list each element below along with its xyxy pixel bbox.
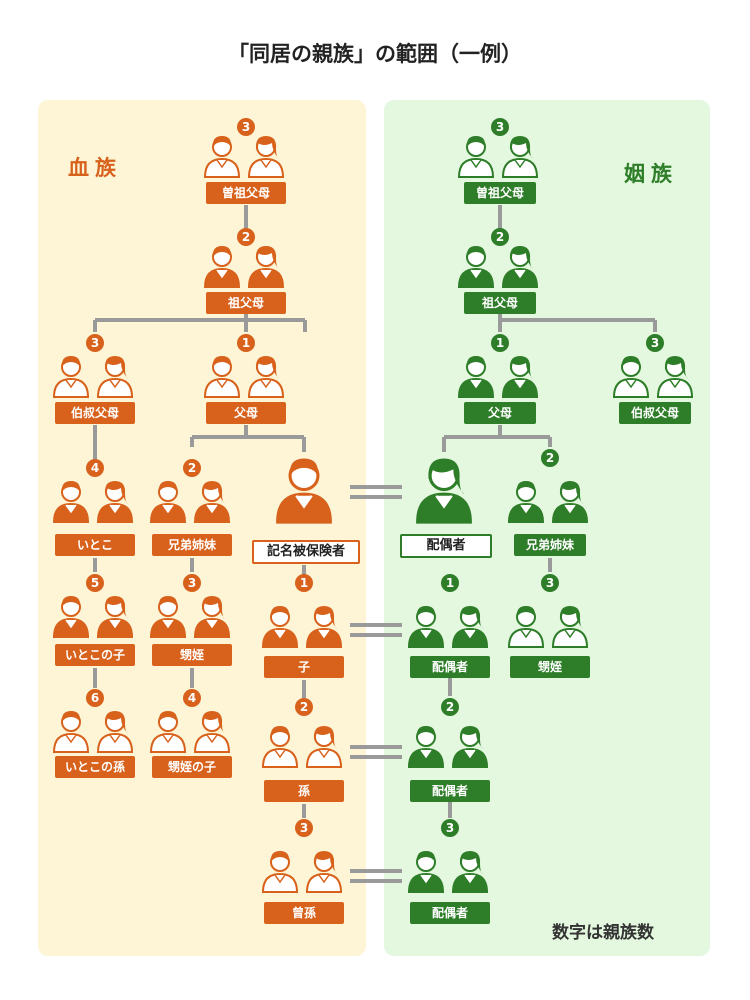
- woman-icon: [416, 458, 472, 524]
- node-label-b-great-grandparents: 曽祖父母: [206, 182, 286, 204]
- man-icon: [261, 606, 299, 648]
- blood-relatives-label: 血族: [68, 156, 122, 180]
- man-icon: [407, 726, 445, 768]
- in-law-relatives-panel: [384, 100, 710, 956]
- relation-degree-badge: 1: [441, 574, 459, 592]
- woman-icon: [451, 606, 489, 648]
- relation-degree-badge: 2: [295, 698, 313, 716]
- node-label-m-grandchild-spouse: 配偶者: [410, 780, 490, 802]
- relation-degree-badge: 2: [441, 698, 459, 716]
- man-icon: [276, 458, 332, 524]
- man-icon: [507, 606, 545, 648]
- woman-icon: [96, 711, 134, 753]
- relation-degree-badge: 3: [237, 118, 255, 136]
- man-icon: [52, 481, 90, 523]
- relation-degree-badge: 2: [237, 228, 255, 246]
- woman-icon: [193, 596, 231, 638]
- node-label-b-cousins-children: いとこの子: [55, 644, 135, 666]
- woman-icon: [247, 246, 285, 288]
- relation-degree-badge: 3: [183, 574, 201, 592]
- relation-degree-badge: 5: [86, 574, 104, 592]
- man-icon: [261, 726, 299, 768]
- node-label-b-child: 子: [264, 656, 344, 678]
- woman-icon: [193, 711, 231, 753]
- woman-icon: [305, 726, 343, 768]
- man-icon: [457, 246, 495, 288]
- woman-icon: [656, 356, 694, 398]
- node-label-b-parents: 父母: [206, 402, 286, 424]
- woman-icon: [247, 356, 285, 398]
- man-icon: [52, 356, 90, 398]
- node-label-m-grandparents: 祖父母: [464, 292, 536, 314]
- man-icon: [261, 851, 299, 893]
- man-icon: [407, 606, 445, 648]
- relation-degree-badge: 4: [183, 689, 201, 707]
- woman-icon: [501, 356, 539, 398]
- relation-degree-badge: 3: [441, 819, 459, 837]
- relation-degree-badge: 1: [491, 334, 509, 352]
- node-label-b-grandparents: 祖父母: [206, 292, 286, 314]
- man-icon: [52, 711, 90, 753]
- woman-icon: [551, 481, 589, 523]
- woman-icon: [193, 481, 231, 523]
- node-label-b-cousins-grandchildren: いとこの孫: [55, 756, 135, 778]
- woman-icon: [501, 136, 539, 178]
- man-icon: [612, 356, 650, 398]
- woman-icon: [247, 136, 285, 178]
- relation-degree-badge: 3: [295, 819, 313, 837]
- woman-icon: [451, 851, 489, 893]
- in-law-relatives-label: 姻族: [624, 162, 678, 186]
- man-icon: [149, 711, 187, 753]
- relation-degree-badge: 3: [491, 118, 509, 136]
- relation-degree-badge: 3: [541, 574, 559, 592]
- node-label-b-great-grandchild: 曾孫: [264, 902, 344, 924]
- relation-degree-badge: 3: [646, 334, 664, 352]
- node-label-m-parents: 父母: [464, 402, 536, 424]
- woman-icon: [96, 596, 134, 638]
- man-icon: [457, 356, 495, 398]
- woman-icon: [96, 481, 134, 523]
- woman-icon: [96, 356, 134, 398]
- node-label-m-uncles-aunts: 伯叔父母: [619, 402, 691, 424]
- node-label-b-uncles-aunts: 伯叔父母: [55, 402, 135, 424]
- node-label-b-cousins: いとこ: [55, 534, 135, 556]
- woman-icon: [305, 851, 343, 893]
- node-label-insured: 記名被保険者: [252, 540, 360, 564]
- node-label-m-child-spouse: 配偶者: [410, 656, 490, 678]
- woman-icon: [451, 726, 489, 768]
- relation-degree-badge: 1: [237, 334, 255, 352]
- node-label-m-great-grandchild-spouse: 配偶者: [410, 902, 490, 924]
- relation-degree-badge: 2: [183, 459, 201, 477]
- legend-note: 数字は親族数: [552, 923, 654, 943]
- node-label-b-grandchild: 孫: [264, 780, 344, 802]
- blood-relatives-panel: [38, 100, 366, 956]
- relation-degree-badge: 6: [86, 689, 104, 707]
- man-icon: [52, 596, 90, 638]
- woman-icon: [551, 606, 589, 648]
- relation-degree-badge: 3: [86, 334, 104, 352]
- man-icon: [203, 136, 241, 178]
- node-label-m-nephews-nieces: 甥姪: [510, 656, 590, 678]
- node-label-m-great-grandparents: 曽祖父母: [464, 182, 536, 204]
- relation-degree-badge: 1: [295, 574, 313, 592]
- man-icon: [507, 481, 545, 523]
- page-title: 「同居の親族」の範囲（一例）: [228, 42, 522, 66]
- node-label-m-siblings: 兄弟姉妹: [514, 534, 586, 556]
- relation-degree-badge: 2: [541, 449, 559, 467]
- man-icon: [149, 596, 187, 638]
- node-label-b-nephews-nieces-children: 甥姪の子: [152, 756, 232, 778]
- man-icon: [203, 356, 241, 398]
- man-icon: [149, 481, 187, 523]
- woman-icon: [501, 246, 539, 288]
- node-label-spouse: 配偶者: [400, 534, 492, 558]
- relation-degree-badge: 2: [491, 228, 509, 246]
- man-icon: [203, 246, 241, 288]
- man-icon: [457, 136, 495, 178]
- node-label-b-nephews-nieces: 甥姪: [152, 644, 232, 666]
- node-label-b-siblings: 兄弟姉妹: [152, 534, 232, 556]
- man-icon: [407, 851, 445, 893]
- relation-degree-badge: 4: [86, 459, 104, 477]
- woman-icon: [305, 606, 343, 648]
